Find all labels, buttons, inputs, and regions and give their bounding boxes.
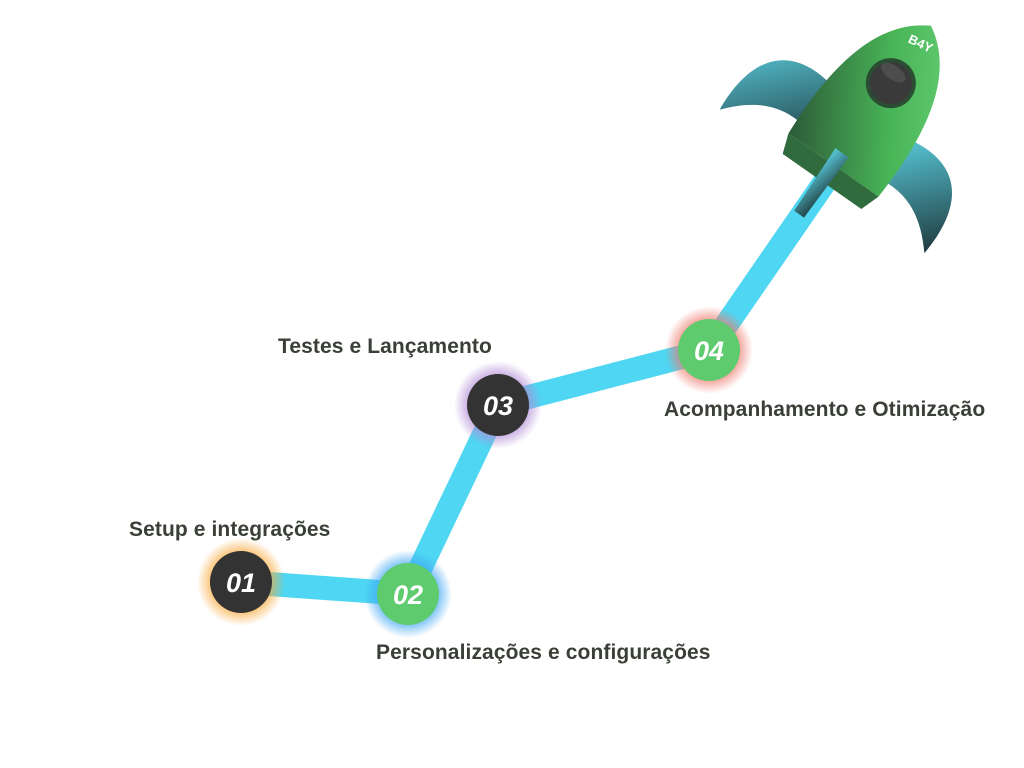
step-number-02: 02 <box>393 580 423 610</box>
step-number-01: 01 <box>226 568 256 598</box>
step-number-04: 04 <box>694 336 724 366</box>
step-label-01: Setup e integrações <box>129 518 331 541</box>
step-label-02: Personalizações e configurações <box>376 641 711 664</box>
step-number-03: 03 <box>483 391 513 421</box>
step-label-04: Acompanhamento e Otimização <box>664 398 986 421</box>
step-node-02: 02 <box>364 550 452 638</box>
rocket-fin-left <box>719 60 830 127</box>
roadmap-path <box>240 153 850 606</box>
step-node-04: 04 <box>665 306 753 394</box>
rocket-fin-center <box>794 148 849 218</box>
step-node-01: 01 <box>197 538 285 626</box>
step-node-03: 03 <box>454 361 542 449</box>
rocket-icon: B4Y <box>719 25 952 254</box>
step-label-03: Testes e Lançamento <box>278 335 492 358</box>
